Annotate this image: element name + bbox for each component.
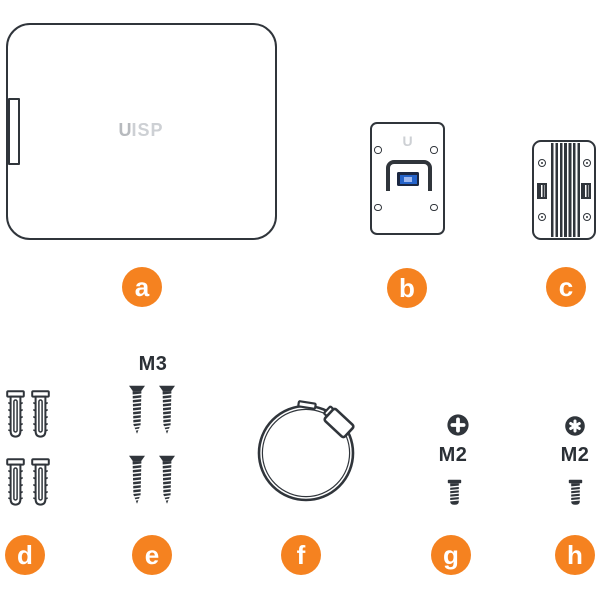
badge-b: b xyxy=(387,268,427,308)
uisp-logo-u: U xyxy=(118,120,132,140)
m3-screw-icon xyxy=(128,385,146,435)
cable-clip-bracket xyxy=(386,160,432,191)
wall-anchor-icon xyxy=(6,458,25,506)
m2-screw-icon xyxy=(568,479,583,506)
m2-torx-label: M2 xyxy=(560,444,590,466)
screw-hole-icon xyxy=(582,212,591,221)
enclosure-latch-tab xyxy=(8,98,20,165)
plate-logo-u: U xyxy=(402,133,413,149)
screw-hole-icon xyxy=(537,212,546,221)
badge-c: c xyxy=(546,267,586,307)
m2-phillips-label: M2 xyxy=(438,444,468,466)
hose-clamp-icon xyxy=(257,400,355,502)
screw-hole-icon xyxy=(374,146,382,154)
uisp-box-enclosure xyxy=(6,23,277,240)
blue-module-window xyxy=(404,176,412,182)
badge-d: d xyxy=(5,535,45,575)
screw-hole-icon xyxy=(537,159,546,167)
badge-e: e xyxy=(132,535,172,575)
m2-screw-icon xyxy=(447,479,462,506)
screw-hole-icon xyxy=(430,146,438,154)
badge-h: h xyxy=(555,535,595,575)
badge-a: a xyxy=(122,267,162,307)
badge-g: g xyxy=(431,535,471,575)
wall-anchor-icon xyxy=(6,390,25,438)
m3-screw-icon xyxy=(128,455,146,505)
phillips-screw-head-icon xyxy=(447,414,469,436)
strap-slot-icon xyxy=(580,183,591,199)
screw-hole-icon xyxy=(374,203,382,211)
uisp-logo: UISP xyxy=(91,121,191,139)
bracket-fins xyxy=(551,143,581,237)
screw-hole-icon xyxy=(430,203,438,211)
wall-anchor-icon xyxy=(31,458,50,506)
strap-slot-icon xyxy=(536,183,547,199)
uisp-logo-isp: ISP xyxy=(131,120,164,140)
m3-screw-icon xyxy=(158,455,176,505)
screw-hole-icon xyxy=(582,159,591,167)
m3-label: M3 xyxy=(138,353,168,375)
torx-screw-head-icon xyxy=(565,416,585,436)
badge-f: f xyxy=(281,535,321,575)
wall-anchor-icon xyxy=(31,390,50,438)
m3-screw-icon xyxy=(158,385,176,435)
